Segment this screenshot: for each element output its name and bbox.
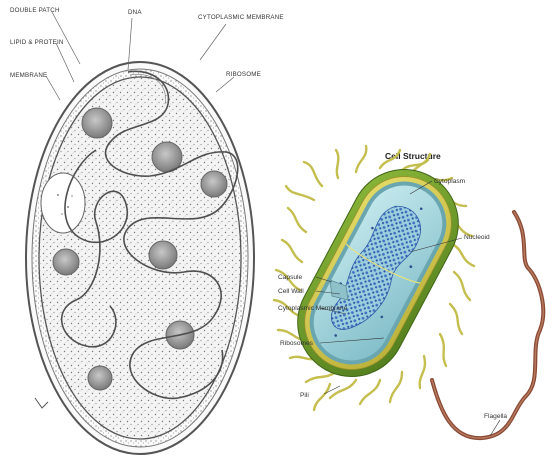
label-cytoplasmic-membrane: CYTOPLASMIC MEMBRANE: [198, 14, 284, 21]
right-bacterium: Cell Structure: [274, 146, 543, 438]
label-cytoplasmic-membrane-text: Cytoplasmic Membrane: [278, 305, 348, 312]
granule: [201, 171, 227, 197]
granule: [82, 108, 112, 138]
label-pili: Pili: [300, 392, 309, 399]
label-dna: DNA: [128, 9, 142, 16]
label-cell-wall: Cell Wall: [278, 288, 304, 295]
label-ribosome: RIBOSOME: [226, 71, 261, 78]
label-flagella: Flagella: [484, 413, 507, 420]
vacuole: [41, 173, 85, 233]
label-membrane: MEMBRANE: [10, 72, 47, 79]
granule: [149, 241, 177, 269]
granule: [53, 249, 79, 275]
label-ribosomes: Ribosomes: [280, 340, 314, 347]
label-nucleoid: Nucleoid: [464, 234, 490, 241]
label-double-patch: DOUBLE PATCH: [10, 7, 60, 14]
label-lipid-protein: LIPID & PROTEIN: [10, 39, 64, 46]
granule: [88, 366, 112, 390]
label-cytoplasmic-membrane-right: Cytoplasmic Membrane: [278, 305, 348, 312]
left-cell-sketch: DOUBLE PATCH LIPID & PROTEIN MEMBRANE DN…: [10, 7, 284, 454]
label-cytoplasm: Cytoplasm: [434, 178, 466, 185]
label-capsule: Capsule: [278, 274, 303, 281]
